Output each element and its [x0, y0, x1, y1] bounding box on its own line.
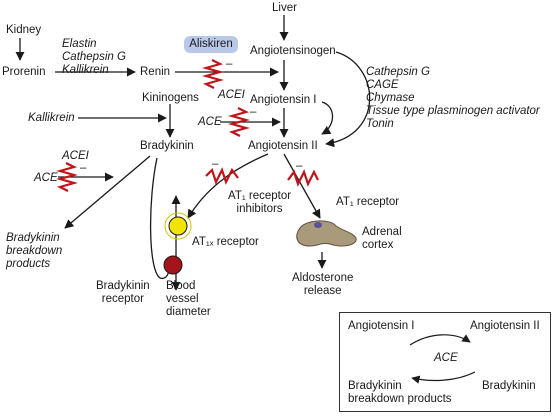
- kininogens-label: Kininogens: [142, 92, 199, 104]
- adrenal-cortex-shape: [296, 220, 357, 247]
- bradykinin-label: Bradykinin: [140, 140, 194, 152]
- kidney-label: Kidney: [6, 24, 42, 36]
- bradykinin-receptor-circle: [163, 255, 183, 275]
- zigzag-acei-2: [55, 162, 79, 192]
- legend-arrow-bottom: [411, 371, 476, 384]
- at1x-receptor-circle: [168, 216, 188, 236]
- inhibition-sign-acei-2: –: [80, 162, 87, 174]
- acei-label-1: ACEI: [218, 89, 245, 101]
- aldosterone-release-label: Aldosterone release: [292, 272, 354, 297]
- ace-label-2: ACE: [34, 172, 58, 184]
- zigzag-aliskiren: [201, 59, 225, 89]
- inhibition-sign-aliskiren: –: [226, 58, 233, 70]
- legend-angiotensin-ii: Angiotensin II: [470, 320, 540, 332]
- arrow-alternative-pathway: [325, 51, 371, 148]
- arrow-angiotensin-ii-at1x: [187, 153, 269, 219]
- legend-arrow-top: [409, 334, 471, 346]
- arrow-angiotensin-ii-at1: [283, 153, 321, 219]
- legend-angiotensin-i: Angiotensin I: [348, 320, 415, 332]
- arrow-angiotensin-i-loop: [321, 101, 334, 135]
- inhibition-sign-at1-right: –: [296, 160, 303, 172]
- zigzag-at1-inhibitor-left: [205, 167, 239, 185]
- alternative-pathway-label: Cathepsin G CAGE Chymase Tissue type pla…: [366, 66, 540, 130]
- renin-label: Renin: [140, 66, 171, 78]
- blood-vessel-diameter-label: Blood vessel diameter: [166, 280, 211, 318]
- prorenin-converters-label: Elastin Cathepsin G Kallikrein: [62, 38, 126, 76]
- inhibition-sign-at1-left: –: [212, 158, 219, 170]
- zigzag-acei-1: [227, 107, 251, 137]
- bradykinin-receptor-label: Bradykinin receptor: [96, 280, 150, 305]
- bradykinin-breakdown-label: Bradykinin breakdown products: [6, 232, 63, 270]
- kallikrein-label: Kallikrein: [28, 112, 75, 124]
- at1-receptor-dot: [314, 222, 322, 228]
- arrow-bradykinin-breakdown: [64, 155, 151, 229]
- liver-label: Liver: [272, 2, 297, 14]
- at1x-receptor-label: AT₁ₓ receptor: [192, 236, 259, 248]
- acei-label-2: ACEI: [62, 150, 89, 162]
- legend-bradykinin-breakdown: Bradykinin breakdown products: [348, 380, 452, 405]
- zigzag-at1-inhibitor-right: [287, 169, 319, 187]
- aliskiren-label: Aliskiren: [189, 38, 233, 50]
- legend-ace: ACE: [434, 352, 458, 364]
- ace-legend-box: [339, 312, 551, 412]
- angiotensin-ii-label: Angiotensin II: [248, 140, 318, 152]
- aliskiren-highlight: Aliskiren: [184, 36, 238, 53]
- angiotensinogen-label: Angiotensinogen: [250, 45, 336, 57]
- at1x-receptor-ring: [164, 212, 192, 240]
- legend-bradykinin: Bradykinin: [482, 380, 536, 392]
- at1-receptor-label: AT₁ receptor: [336, 196, 400, 208]
- adrenal-cortex-label: Adrenal cortex: [362, 226, 402, 251]
- inhibition-sign-acei-1: –: [250, 106, 257, 118]
- angiotensin-i-label: Angiotensin I: [250, 94, 317, 106]
- at1-receptor-inhibitors-label: AT₁ receptor inhibitors: [228, 190, 292, 215]
- prorenin-label: Prorenin: [2, 66, 46, 78]
- ace-label-1: ACE: [198, 116, 222, 128]
